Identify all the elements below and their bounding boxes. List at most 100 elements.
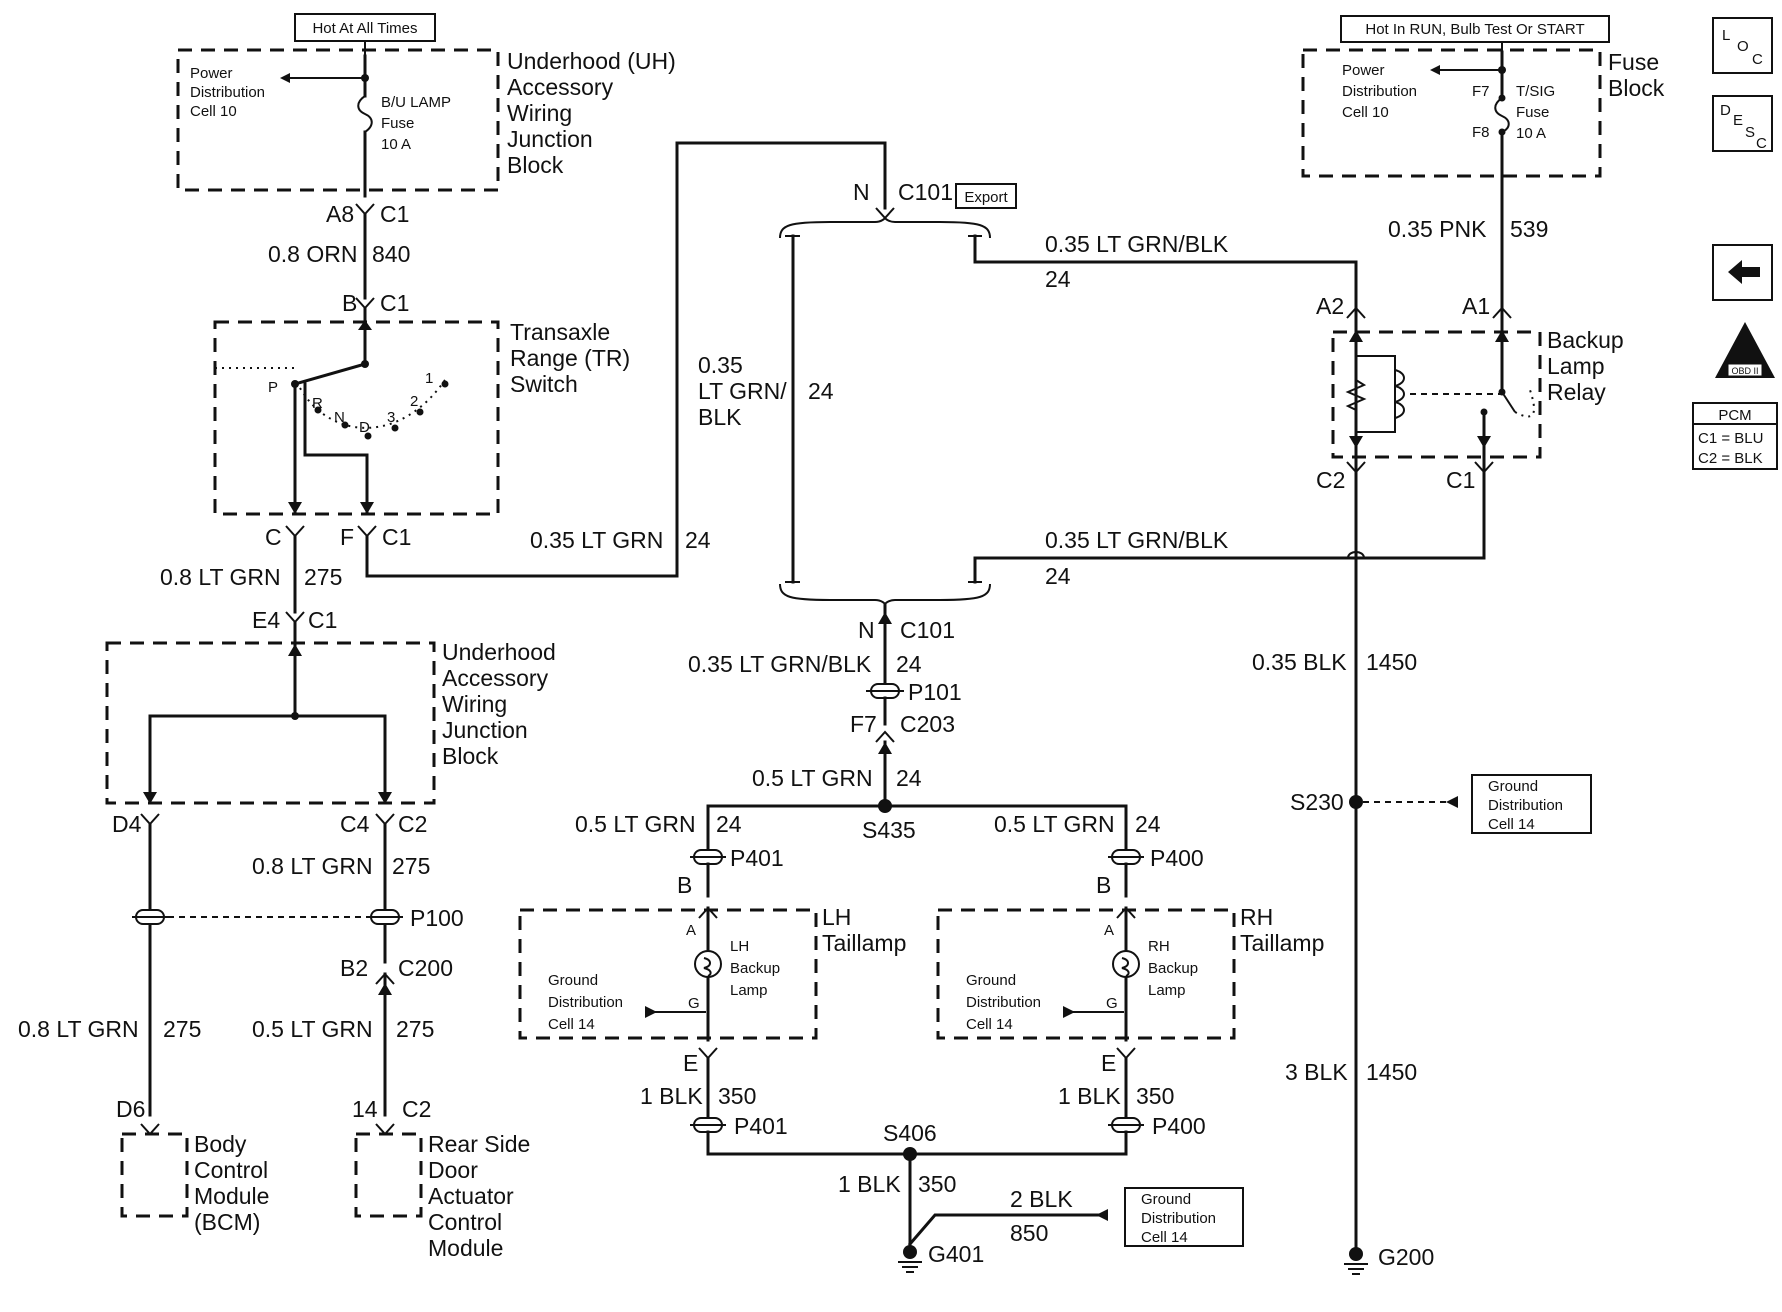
p401-bot-splice-pack: P401 <box>690 1113 788 1139</box>
tr-switch-name: Transaxle Range (TR) Switch <box>510 319 630 397</box>
back-arrow-icon[interactable] <box>1712 244 1773 301</box>
svg-text:(BCM): (BCM) <box>194 1209 260 1235</box>
svg-text:Cell 14: Cell 14 <box>1141 1229 1188 1246</box>
wire-24-top-circuit: 24 <box>1045 266 1071 292</box>
p100-splice-pack: P100 <box>132 905 464 931</box>
svg-text:10 A: 10 A <box>381 136 411 153</box>
svg-text:Rear Side: Rear Side <box>428 1131 530 1157</box>
pin-a1: A1 <box>1462 293 1490 319</box>
wire-24-left-circuit: 24 <box>808 378 834 404</box>
svg-text:E: E <box>1733 112 1743 129</box>
svg-text:C1 = BLU: C1 = BLU <box>1698 430 1763 447</box>
wire-1450b-color: 3 BLK <box>1285 1059 1348 1085</box>
svg-text:Wiring: Wiring <box>507 100 572 126</box>
svg-text:C: C <box>1752 51 1763 68</box>
wire-24-rh-color: 0.5 LT GRN <box>994 811 1115 837</box>
svg-text:P100: P100 <box>410 905 464 931</box>
wire-850-color: 2 BLK <box>1010 1186 1073 1212</box>
pin-14: 14 <box>352 1096 378 1122</box>
wire-350-lh-circuit: 350 <box>718 1083 756 1109</box>
pin-f-tr: F <box>340 524 354 550</box>
svg-text:Ground: Ground <box>548 972 598 989</box>
svg-text:Door: Door <box>428 1157 478 1183</box>
svg-text:Cell 14: Cell 14 <box>548 1016 595 1033</box>
svg-text:Relay: Relay <box>1547 379 1606 405</box>
wire-275a-color: 0.8 LT GRN <box>160 564 281 590</box>
rh-taillamp: A RH Backup Lamp G Ground Distribution C… <box>936 904 1324 1042</box>
obd-ii-icon[interactable]: OBD II <box>1715 322 1775 378</box>
wire-350-g-circuit: 350 <box>918 1171 956 1197</box>
svg-text:Cell 14: Cell 14 <box>966 1016 1013 1033</box>
pin-a8: A8 <box>326 201 354 227</box>
ground-distribution-g401-box: Ground Distribution Cell 14 <box>1124 1187 1244 1247</box>
ground-distribution-s230-box: Ground Distribution Cell 14 <box>1471 774 1592 834</box>
p400-top-splice-pack: P400 <box>1108 845 1204 871</box>
svg-text:A: A <box>686 922 696 939</box>
svg-text:F7: F7 <box>1472 83 1490 100</box>
svg-text:Cell 10: Cell 10 <box>1342 104 1389 121</box>
svg-text:RH: RH <box>1148 938 1170 955</box>
svg-text:G: G <box>688 995 700 1012</box>
svg-text:Lamp: Lamp <box>1547 353 1605 379</box>
svg-text:Switch: Switch <box>510 371 578 397</box>
s230-label: S230 <box>1290 789 1344 815</box>
wire-24-lh-color: 0.5 LT GRN <box>575 811 696 837</box>
svg-text:PCM: PCM <box>1718 407 1751 424</box>
svg-text:Block: Block <box>1608 75 1665 101</box>
c2-14: C2 <box>402 1096 431 1122</box>
svg-text:S: S <box>1745 124 1755 141</box>
transaxle-range-switch: P R N D 3 2 1 Transaxle Range (TR) Switc… <box>213 306 630 516</box>
svg-text:Transaxle: Transaxle <box>510 319 610 345</box>
wire-24-s435-color: 0.5 LT GRN <box>752 765 873 791</box>
svg-text:Taillamp: Taillamp <box>1240 930 1324 956</box>
svg-text:Junction: Junction <box>442 717 528 743</box>
s406-label: S406 <box>883 1120 937 1146</box>
wire-1450b-circuit: 1450 <box>1366 1059 1417 1085</box>
svg-text:Backup: Backup <box>1148 960 1198 977</box>
hot-in-run-label: Hot In RUN, Bulb Test Or START <box>1340 15 1610 43</box>
svg-text:Block: Block <box>507 152 564 178</box>
wire-24-rh-circuit: 24 <box>1135 811 1161 837</box>
p101-splice-pack: P101 <box>866 679 962 705</box>
wire-539-circuit: 539 <box>1510 216 1548 242</box>
g401-ground-icon <box>898 1245 922 1273</box>
wire-350-rh-circuit: 350 <box>1136 1083 1174 1109</box>
svg-text:P101: P101 <box>908 679 962 705</box>
svg-text:Fuse: Fuse <box>1516 104 1549 121</box>
wire-24-left-l3: BLK <box>698 404 742 430</box>
svg-text:Ground: Ground <box>1141 1191 1191 1208</box>
svg-text:Fuse: Fuse <box>381 115 414 132</box>
fuse-block: Power Distribution Cell 10 F7 F8 T/SIG F… <box>1301 48 1665 178</box>
wire-24-c101-color: 0.35 LT GRN/BLK <box>688 651 872 677</box>
p400-bot-splice-pack: P400 <box>1108 1113 1206 1139</box>
svg-text:Module: Module <box>428 1235 503 1261</box>
svg-text:P400: P400 <box>1150 845 1204 871</box>
g200-label: G200 <box>1378 1244 1434 1270</box>
svg-text:Range (TR): Range (TR) <box>510 345 630 371</box>
export-label: Export <box>955 183 1017 209</box>
wire-539-color: 0.35 PNK <box>1388 216 1487 242</box>
wire-275-d6-circuit: 275 <box>163 1016 201 1042</box>
svg-text:O: O <box>1737 38 1749 55</box>
svg-text:Actuator: Actuator <box>428 1183 514 1209</box>
svg-text:Module: Module <box>194 1183 269 1209</box>
pin-b2: B2 <box>340 955 368 981</box>
c101-top: C101 <box>898 179 953 205</box>
c2-c4: C2 <box>398 811 427 837</box>
location-icon[interactable]: L O C <box>1712 17 1773 74</box>
description-icon[interactable]: D E S C <box>1712 95 1773 152</box>
g200-ground-icon <box>1344 1247 1368 1275</box>
pin-b-lh: B <box>677 872 692 898</box>
wire-24-c101-circuit: 24 <box>896 651 922 677</box>
tsig-fuse-symbol <box>1494 97 1510 133</box>
wire-24-lh-circuit: 24 <box>716 811 742 837</box>
c1-a8: C1 <box>380 201 409 227</box>
wire-275-14-circuit: 275 <box>396 1016 434 1042</box>
svg-text:D: D <box>1720 102 1731 119</box>
svg-text:Export: Export <box>964 189 1008 206</box>
rh-bulb-icon <box>1112 950 1140 978</box>
wire-24-mid-circuit: 24 <box>1045 563 1071 589</box>
pin-f7-c203: F7 <box>850 711 877 737</box>
svg-text:Hot At All Times: Hot At All Times <box>312 20 417 37</box>
svg-text:P400: P400 <box>1152 1113 1206 1139</box>
